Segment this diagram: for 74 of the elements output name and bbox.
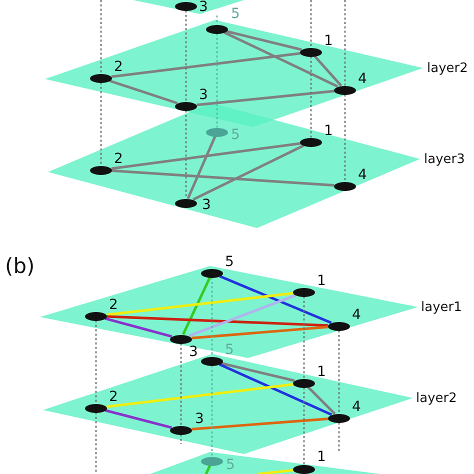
edge-line: [307, 386, 336, 415]
dashed-line: [180, 434, 182, 444]
dashed-line: [338, 422, 340, 451]
dashed-line: [185, 10, 187, 102]
edge-line: [196, 90, 334, 106]
dashed-line: [344, 0, 346, 86]
edge-line: [218, 363, 332, 416]
dashed-line: [95, 320, 97, 404]
edge-line: [314, 55, 342, 87]
edge-line: [106, 383, 294, 408]
node-number: 2: [114, 60, 123, 74]
layer-label: layer2: [427, 62, 468, 74]
node-number: 1: [324, 124, 333, 138]
edge-line: [221, 362, 295, 382]
node-number: 4: [358, 72, 367, 86]
edge-line: [224, 31, 338, 88]
dashed-line: [216, 34, 218, 128]
layer-label: layer3: [424, 152, 465, 166]
node-number: 1: [324, 34, 333, 48]
dashed-line: [216, 16, 218, 24]
node-number: 2: [114, 152, 123, 166]
node-number: 5: [225, 255, 234, 269]
dashed-line: [338, 330, 340, 414]
dashed-line: [95, 412, 97, 474]
node-number: 3: [202, 198, 211, 212]
edge-line: [182, 276, 212, 336]
node-number: 1: [317, 274, 326, 288]
dashed-line: [100, 82, 102, 166]
dashed-line: [185, 110, 187, 198]
node-number: 1: [317, 450, 326, 464]
edge-line: [204, 464, 212, 474]
node-number: 5: [226, 458, 235, 472]
edge-line: [192, 418, 328, 430]
dashed-line: [303, 388, 305, 464]
dashed-line: [303, 296, 305, 378]
dashed-line: [211, 366, 213, 456]
edge-line: [104, 409, 172, 429]
node-number: 3: [199, 0, 208, 14]
node-number: 4: [358, 168, 367, 182]
layer-label: layer2: [416, 392, 457, 404]
dashed-line: [211, 278, 213, 356]
edge-line: [188, 294, 296, 338]
node-number: 4: [352, 308, 361, 322]
dashed-line: [344, 94, 346, 182]
layer-plane: [150, 452, 380, 474]
node-number: 5: [231, 128, 240, 142]
edge-line: [104, 317, 172, 338]
dashed-line: [100, 0, 102, 74]
node-number: 4: [352, 400, 361, 414]
node-number: 2: [109, 390, 118, 404]
edge-line: [111, 52, 301, 78]
edge-line: [258, 468, 294, 474]
edge-line: [111, 142, 301, 170]
node-number: 3: [199, 88, 208, 102]
edge-line: [186, 136, 216, 200]
edge-line: [106, 315, 328, 327]
edge-line: [226, 30, 302, 51]
node-number: 5: [225, 343, 234, 357]
edge-line: [112, 169, 334, 187]
node-number: 1: [317, 365, 326, 379]
edge-line: [192, 144, 304, 201]
node-number: 3: [189, 345, 198, 359]
dashed-line: [310, 0, 312, 48]
edge-line: [106, 292, 294, 316]
node-number: 3: [195, 412, 204, 426]
dashed-line: [310, 56, 312, 138]
edge-line: [219, 275, 332, 324]
node-number: 5: [231, 7, 240, 21]
edge-line: [109, 80, 178, 104]
node-number: 2: [109, 298, 118, 312]
dashed-line: [180, 344, 182, 426]
panel-label: (b): [5, 256, 35, 277]
edge-line: [192, 326, 328, 340]
layer-label: layer1: [421, 300, 462, 314]
